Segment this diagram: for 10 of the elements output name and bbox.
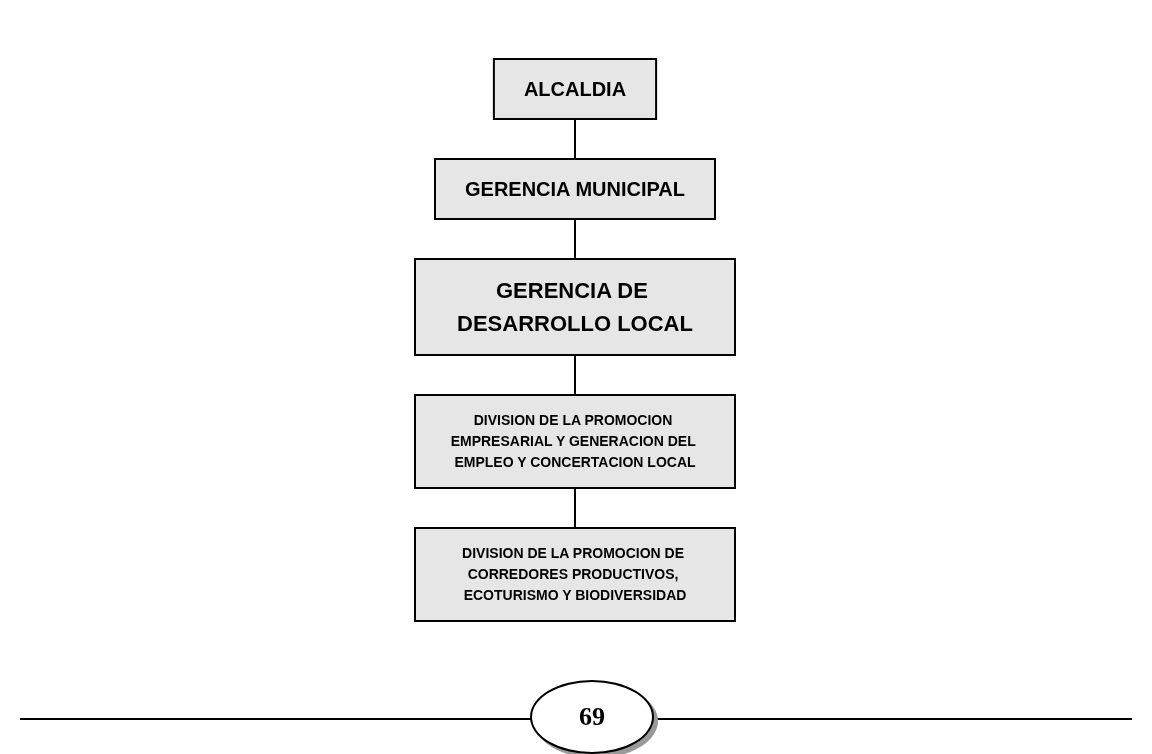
connector: [574, 487, 576, 529]
node-box: GERENCIA MUNICIPAL: [434, 158, 716, 220]
node-box: DIVISION DE LA PROMOCION EMPRESARIAL Y GENERACION DEL EMPLEO Y CONCERTACION LOCAL: [414, 394, 736, 489]
node-box: GERENCIA DE DESARROLLO LOCAL: [414, 258, 736, 356]
page-number: 69: [530, 680, 654, 754]
connector: [574, 218, 576, 260]
node-box: DIVISION DE LA PROMOCION DE CORREDORES PRODUCTIVOS, ECOTURISMO Y BIODIVERSIDAD: [414, 527, 736, 622]
connector: [574, 118, 576, 160]
node-box: ALCALDIA: [492, 58, 658, 120]
connector: [574, 354, 576, 396]
